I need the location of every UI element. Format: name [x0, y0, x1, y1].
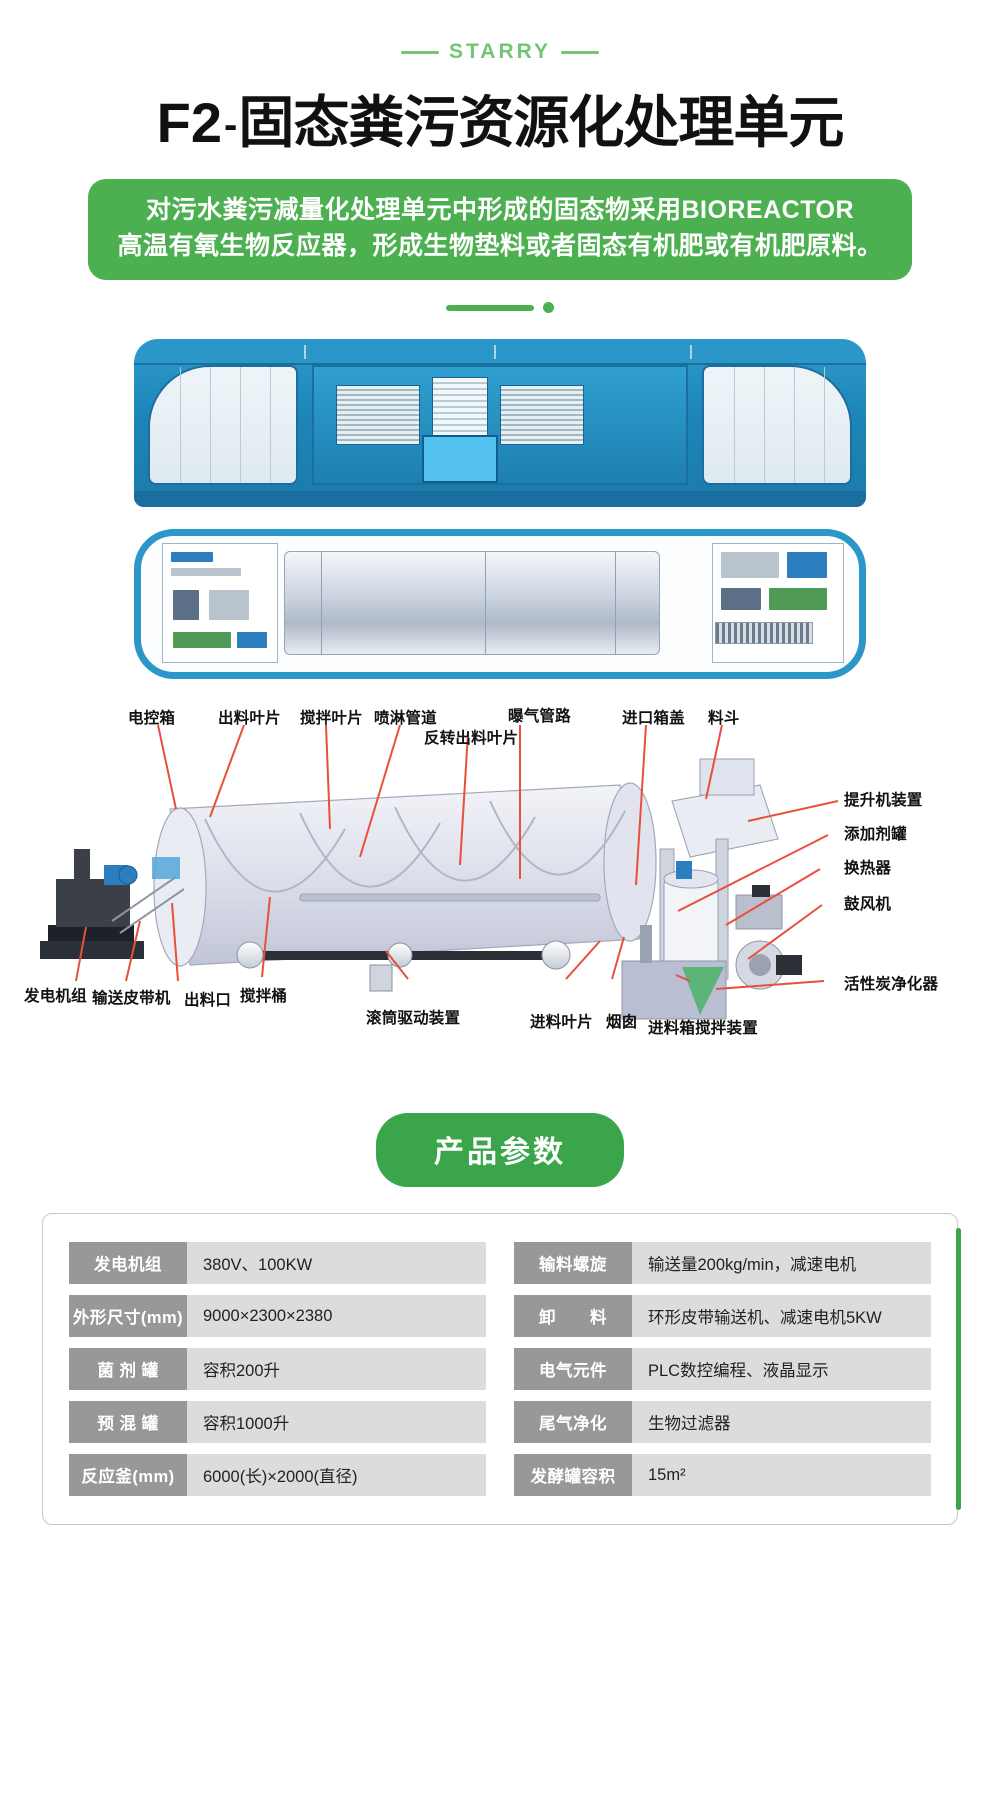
plan-right-compartment — [712, 543, 844, 663]
diagram-label-出料叶片: 出料叶片 — [218, 710, 281, 727]
product-parameters-pill: 产品参数 — [376, 1113, 624, 1187]
diagram-label-进料箱搅拌装置: 进料箱搅拌装置 — [648, 1020, 758, 1037]
diagram-label-换热器: 换热器 — [844, 860, 892, 877]
machine-roof — [134, 339, 866, 365]
diagram-label-料斗: 料斗 — [708, 710, 740, 727]
diagram-label-电控箱: 电控箱 — [128, 710, 176, 727]
machine-wing-right — [702, 365, 852, 485]
param-value: 生物过滤器 — [632, 1401, 931, 1443]
page-title-dash: - — [224, 103, 237, 147]
param-value: 容积200升 — [187, 1348, 486, 1390]
diagram-label-反转出料叶片: 反转出料叶片 — [424, 730, 519, 747]
brand-header: STARRY — [0, 40, 1000, 64]
table-row: 反应釜(mm) 6000(长)×2000(直径) — [69, 1454, 486, 1496]
parameters-table: 发电机组 380V、100KW 外形尺寸(mm) 9000×2300×2380 … — [69, 1242, 931, 1496]
param-value: 6000(长)×2000(直径) — [187, 1454, 486, 1496]
product-parameters-heading: 产品参数 — [0, 1113, 1000, 1187]
machine-mid-panel — [312, 365, 688, 485]
machine-wing-left — [148, 365, 298, 485]
table-row: 发电机组 380V、100KW — [69, 1242, 486, 1284]
cutaway-artwork — [40, 724, 839, 1020]
description-banner: 对污水粪污减量化处理单元中形成的固态物采用BIOREACTOR 高温有氧生物反应… — [88, 179, 912, 280]
table-row: 发酵罐容积 15m² — [514, 1454, 931, 1496]
diagram-label-曝气管路: 曝气管路 — [508, 708, 571, 725]
param-value: 容积1000升 — [187, 1401, 486, 1443]
diagram-label-添加剂罐: 添加剂罐 — [844, 826, 907, 843]
table-row: 菌 剂 罐 容积200升 — [69, 1348, 486, 1390]
diagram-label-活性炭净化器: 活性炭净化器 — [844, 976, 939, 993]
param-value: 输送量200kg/min，减速电机 — [632, 1242, 931, 1284]
labelled-cutaway-diagram: 电控箱 出料叶片 搅拌叶片 喷淋管道 反转出料叶片 曝气管路 进口箱盖 料斗 提… — [0, 689, 1000, 1079]
param-key: 卸 料 — [514, 1295, 632, 1337]
page-title-text: 固态粪污资源化处理单元 — [238, 91, 844, 154]
table-row: 输料螺旋 输送量200kg/min，减速电机 — [514, 1242, 931, 1284]
machine-vent-right — [500, 385, 584, 445]
table-row: 电气元件 PLC数控编程、液晶显示 — [514, 1348, 931, 1390]
brand-rule-right — [561, 50, 599, 54]
param-key: 电气元件 — [514, 1348, 632, 1390]
table-row: 卸 料 环形皮带输送机、减速电机5KW — [514, 1295, 931, 1337]
diagram-label-搅拌叶片: 搅拌叶片 — [300, 710, 363, 727]
machine-vent-left — [336, 385, 420, 445]
description-line-1: 对污水粪污减量化处理单元中形成的固态物采用BIOREACTOR — [145, 196, 855, 224]
diagram-label-提升机装置: 提升机装置 — [844, 792, 923, 809]
param-value: 380V、100KW — [187, 1242, 486, 1284]
machine-plan-view-image — [134, 529, 866, 679]
diagram-label-发电机组: 发电机组 — [24, 988, 87, 1005]
diagram-label-鼓风机: 鼓风机 — [844, 896, 892, 913]
param-key: 反应釜(mm) — [69, 1454, 187, 1496]
param-key: 菌 剂 罐 — [69, 1348, 187, 1390]
param-key: 预 混 罐 — [69, 1401, 187, 1443]
param-value: 15m² — [632, 1454, 931, 1496]
machine-base — [134, 491, 866, 507]
parameters-card: 发电机组 380V、100KW 外形尺寸(mm) 9000×2300×2380 … — [42, 1213, 961, 1525]
parameters-column-left: 发电机组 380V、100KW 外形尺寸(mm) 9000×2300×2380 … — [69, 1242, 486, 1496]
divider-bar — [446, 304, 534, 311]
machine-access-hatch — [422, 435, 498, 483]
page-title-code: F2 — [156, 91, 223, 154]
table-row: 尾气净化 生物过滤器 — [514, 1401, 931, 1443]
brand-rule-left — [401, 50, 439, 54]
param-key: 尾气净化 — [514, 1401, 632, 1443]
param-value: 9000×2300×2380 — [187, 1295, 486, 1337]
diagram-label-搅拌桶: 搅拌桶 — [240, 988, 288, 1005]
machine-exterior-image — [134, 339, 866, 507]
section-divider — [0, 302, 1000, 313]
page-title: F2-固态粪污资源化处理单元 — [0, 78, 1000, 159]
diagram-label-进料叶片: 进料叶片 — [530, 1014, 593, 1031]
diagram-label-输送皮带机: 输送皮带机 — [92, 990, 171, 1007]
table-row: 外形尺寸(mm) 9000×2300×2380 — [69, 1295, 486, 1337]
brand-name: STARRY — [449, 40, 551, 63]
diagram-label-进口箱盖: 进口箱盖 — [622, 710, 685, 727]
diagram-label-出料口: 出料口 — [184, 992, 232, 1009]
parameters-column-right: 输料螺旋 输送量200kg/min，减速电机 卸 料 环形皮带输送机、减速电机5… — [514, 1242, 931, 1496]
param-key: 发酵罐容积 — [514, 1454, 632, 1496]
diagram-label-烟囱: 烟囱 — [606, 1014, 638, 1031]
table-row: 预 混 罐 容积1000升 — [69, 1401, 486, 1443]
plan-left-compartment — [162, 543, 278, 663]
param-key: 输料螺旋 — [514, 1242, 632, 1284]
diagram-label-滚筒驱动装置: 滚筒驱动装置 — [366, 1010, 461, 1027]
param-value: PLC数控编程、液晶显示 — [632, 1348, 931, 1390]
param-key: 外形尺寸(mm) — [69, 1295, 187, 1337]
diagram-label-喷淋管道: 喷淋管道 — [374, 710, 437, 727]
param-key: 发电机组 — [69, 1242, 187, 1284]
divider-dot — [543, 302, 554, 313]
param-value: 环形皮带输送机、减速电机5KW — [632, 1295, 931, 1337]
description-line-2: 高温有氧生物反应器，形成生物垫料或者固态有机肥或有机肥原料。 — [117, 231, 883, 260]
plan-rotary-drum — [284, 551, 660, 655]
